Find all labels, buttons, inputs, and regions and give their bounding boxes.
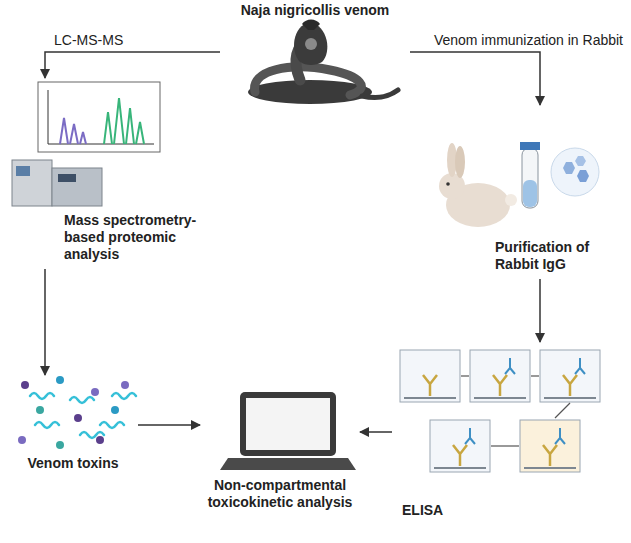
igg-molecule <box>577 170 589 182</box>
step-line <box>555 403 570 418</box>
toxin-peptide <box>30 393 54 399</box>
elisa-well <box>520 420 580 472</box>
toxin-dot <box>56 376 64 384</box>
caption-text: Naja nigricollis venom <box>220 2 410 19</box>
flow-arrow <box>138 424 200 426</box>
cobra-illustration <box>248 20 398 105</box>
test-tube <box>522 148 538 208</box>
step-line <box>491 445 519 446</box>
antibody-symbol <box>575 358 585 374</box>
igg-bubble <box>551 148 599 196</box>
well-floor <box>434 467 486 469</box>
antibody-symbol <box>465 428 475 444</box>
laptop-illustration <box>220 392 356 470</box>
antibody-symbol <box>505 358 515 374</box>
caption-text: Mass spectrometry-based proteomic analys… <box>64 212 198 263</box>
spectrum-axis <box>48 144 154 145</box>
toxin-dot <box>111 406 119 414</box>
toxins-illustration <box>18 376 136 449</box>
antibody-symbol <box>555 428 565 444</box>
spectrum-peaks <box>60 118 86 144</box>
toxin-dot <box>21 381 29 389</box>
tube-liquid <box>523 180 537 207</box>
toxin-peptide <box>35 422 59 428</box>
rabbit-illustration <box>439 142 599 227</box>
well-floor <box>474 397 526 399</box>
spectrum-axis <box>48 90 49 144</box>
unit-panel <box>58 174 76 182</box>
antibody-symbol <box>543 445 557 466</box>
figure-node: Purification of Rabbit IgG <box>435 105 625 279</box>
igg-molecule <box>563 162 575 174</box>
flow-arrow <box>360 431 392 433</box>
lc-unit <box>12 160 52 206</box>
spectrum-frame <box>38 82 160 152</box>
toxin-dot <box>74 414 82 422</box>
elisa-illustration <box>400 350 600 472</box>
flow-arrow <box>539 279 541 342</box>
elisa-well <box>540 350 600 402</box>
antibody-symbol <box>563 375 577 396</box>
toxin-dot <box>36 406 44 414</box>
rabbit-eye <box>446 182 450 186</box>
toxin-dot <box>121 381 129 389</box>
figure-node: Non-compartmental toxicokinetic analysis <box>200 385 360 530</box>
toxin-peptide <box>112 393 136 399</box>
laptop-base <box>220 458 356 470</box>
caption-text: Non-compartmental toxicokinetic analysis <box>200 477 360 511</box>
toxin-dot <box>18 436 26 444</box>
mass-spec-illustration <box>12 82 160 206</box>
flow-arrow <box>410 52 540 105</box>
step-line <box>461 375 469 376</box>
toxin-dot <box>91 388 99 396</box>
toxin-peptide <box>100 422 124 428</box>
figure-node: ELISA <box>392 342 626 532</box>
toxin-dot <box>96 436 104 444</box>
igg-molecule <box>575 156 586 166</box>
laptop-display <box>246 398 330 450</box>
elisa-well <box>400 350 460 402</box>
snake-head <box>302 20 320 31</box>
figure-node: Venom toxins <box>8 375 138 478</box>
figure-node: Mass spectrometry-based proteomic analys… <box>8 78 198 269</box>
toxin-peptide <box>70 397 94 403</box>
rabbit-ear <box>455 146 465 178</box>
elisa-well <box>470 350 530 402</box>
toxin-peptide <box>80 432 104 438</box>
antibody-symbol <box>423 375 437 396</box>
arrow-label: Venom immunization in Rabbit <box>432 32 625 49</box>
caption-text: Venom toxins <box>8 455 138 472</box>
snake-coil <box>255 67 362 95</box>
laptop-screen <box>240 392 336 456</box>
snake-tail <box>362 90 398 98</box>
well-floor <box>544 397 596 399</box>
spectrum-peaks <box>104 98 144 144</box>
figure-node: Naja nigricollis venom <box>220 2 410 112</box>
antibody-symbol <box>453 445 467 466</box>
elisa-well <box>430 420 490 472</box>
well-floor <box>404 397 456 399</box>
toxin-dot <box>56 441 64 449</box>
caption-text: ELISA <box>402 502 502 519</box>
antibody-symbol <box>493 375 507 396</box>
unit-panel <box>16 166 30 176</box>
rabbit-tail <box>505 194 517 206</box>
flow-arrow <box>44 269 46 375</box>
tube-cap <box>520 142 540 150</box>
well-floor <box>524 467 576 469</box>
step-line <box>531 375 539 376</box>
ms-unit <box>52 168 102 206</box>
caption-text: Purification of Rabbit IgG <box>495 239 620 273</box>
flow-arrow <box>45 52 220 78</box>
arrow-label: LC-MS-MS <box>52 32 125 49</box>
hood-mark <box>305 38 317 50</box>
